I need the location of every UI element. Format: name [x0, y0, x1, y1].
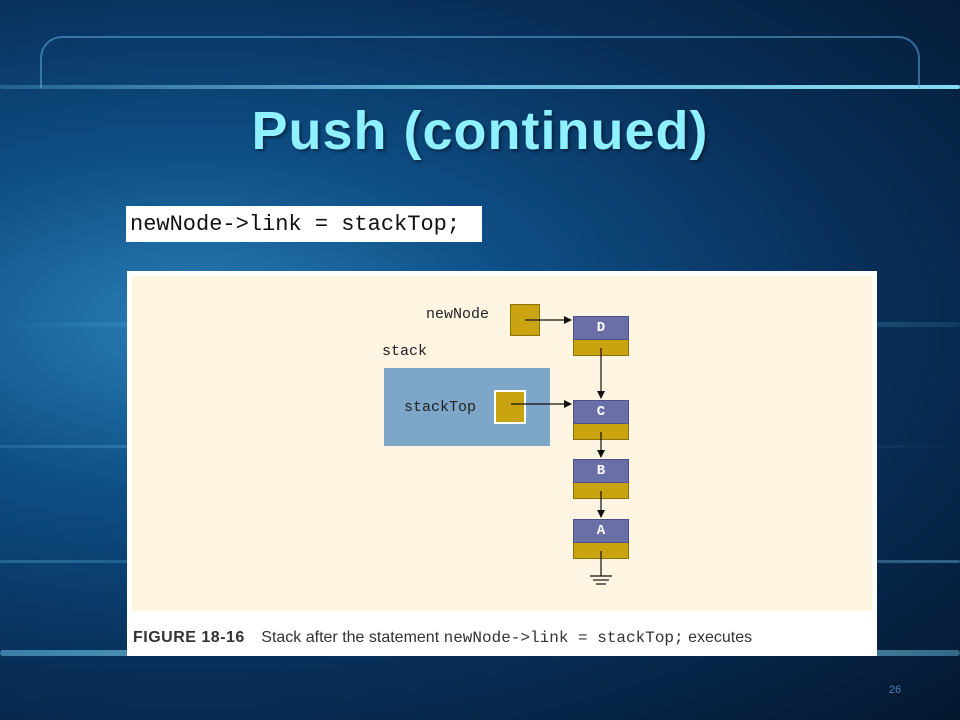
figure-number: FIGURE 18-16 — [133, 629, 245, 646]
node-info: D — [573, 316, 629, 340]
pointer-arrows — [511, 316, 612, 585]
caption-code: newNode->link = stackTop; — [443, 629, 684, 647]
figure-panel: newNode stack stackTop D C B A — [127, 271, 877, 656]
stack-top-pointer — [494, 390, 526, 424]
stack-top-label: stackTop — [404, 399, 477, 416]
stack-diagram: newNode stack stackTop D C B A — [132, 276, 872, 611]
caption-text: executes — [688, 629, 753, 646]
figure-caption: FIGURE 18-16 Stack after the statement n… — [133, 629, 752, 647]
node-info: B — [573, 459, 629, 483]
node-info: C — [573, 400, 629, 424]
stack-object: stackTop — [384, 368, 550, 446]
new-node-label: newNode — [426, 306, 490, 323]
slide-title: Push (continued) — [251, 101, 709, 161]
slide-frame — [40, 36, 920, 88]
stack-label: stack — [382, 343, 428, 360]
page-number: 26 — [888, 684, 902, 696]
node-info: A — [573, 519, 629, 543]
code-statement: newNode->link = stackTop; — [126, 206, 482, 242]
caption-text: Stack after the statement — [261, 629, 440, 646]
